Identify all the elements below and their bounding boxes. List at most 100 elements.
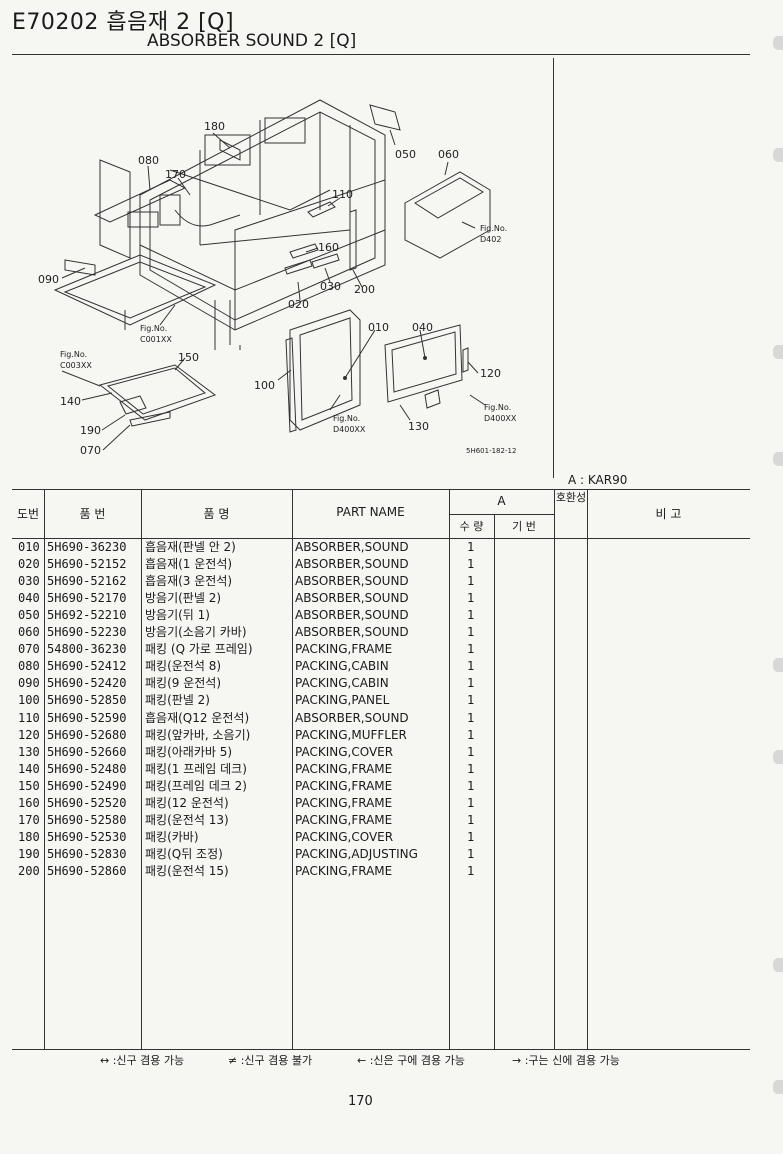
row-qty: 1 [467,863,475,878]
callout-140: 140 [60,395,81,408]
callout-040: 040 [412,321,433,334]
row-part-no: 5H690-52530 [47,829,127,844]
row-part-name: ABSORBER,SOUND [295,710,409,725]
row-part-no: 5H690-36230 [47,540,127,554]
row-part-name: PACKING,FRAME [295,812,393,827]
row-part-name: PACKING,FRAME [295,863,393,878]
callout-080: 080 [138,154,159,167]
header-interchange: 호환성 [555,491,587,504]
row-name-kr: 패킹 (Q 가로 프레임) [145,642,253,657]
col-divider [292,489,293,1049]
callout-060: 060 [438,148,459,161]
row-no: 100 [18,693,40,708]
col-divider [449,489,450,1049]
row-part-no: 5H690-52162 [47,574,127,589]
row-part-no: 5H690-52152 [47,557,127,572]
row-qty: 1 [467,846,475,861]
row-qty: 1 [467,659,475,674]
row-qty: 1 [467,727,475,742]
row-part-name: PACKING,MUFFLER [295,727,407,742]
row-name-kr: 패킹(운전석 13) [145,812,229,827]
binder-hole [773,958,783,972]
fig-ref-d400b-label: Fig.No. [484,403,511,412]
row-name-kr: 방음기(소음기 카바) [145,625,247,640]
row-qty: 1 [467,829,475,844]
row-part-name: PACKING,ADJUSTING [295,846,418,861]
row-part-no: 5H690-52170 [47,591,127,606]
row-part-no: 5H690-52580 [47,812,127,827]
fig-ref-d400a-label: Fig.No. [333,414,360,423]
row-qty: 1 [467,625,475,640]
callout-190: 190 [80,424,101,437]
diagram-divider [553,58,554,478]
row-name-kr: 방음기(뒤 1) [145,608,210,623]
row-part-no: 5H690-52420 [47,676,127,691]
row-name-kr: 패킹(1 프레임 데크) [145,761,247,776]
fig-ref-d402-code: D402 [480,235,501,244]
table-top-rule [12,489,750,490]
row-no: 130 [18,744,40,759]
row-part-no: 5H690-52860 [47,863,127,878]
header-part-name: PART NAME [336,505,405,519]
header-part-no: 품 번 [79,507,106,521]
row-name-kr: 패킹(12 운전석) [145,795,229,810]
row-part-no: 5H690-52490 [47,778,127,793]
row-part-no: 5H690-52230 [47,625,127,640]
legend-new-to-old: ← :신은 구에 겸용 가능 [357,1054,465,1067]
callout-170: 170 [165,168,186,181]
row-part-name: ABSORBER,SOUND [295,557,409,572]
callout-090: 090 [38,273,59,286]
fig-ref-c001-code: C001XX [140,335,172,344]
row-part-no: 5H690-52590 [47,710,127,725]
row-qty: 1 [467,608,475,623]
row-name-kr: 패킹(카바) [145,829,199,844]
callout-020: 020 [288,298,309,311]
row-no: 050 [18,608,40,623]
col-divider [554,489,555,1049]
col-divider [587,489,588,1049]
row-part-name: ABSORBER,SOUND [295,625,409,640]
drawing-code: 5H601-182-12 [466,447,516,455]
header-no: 도번 [16,507,40,521]
callout-160: 160 [318,241,339,254]
row-part-name: PACKING,FRAME [295,761,393,776]
row-part-no: 5H690-52680 [47,727,127,742]
row-part-name: PACKING,FRAME [295,642,393,657]
row-qty: 1 [467,795,475,810]
row-part-no: 5H690-52850 [47,693,127,708]
row-no: 180 [18,829,40,844]
row-name-kr: 흡음재(판넬 안 2) [145,540,236,554]
row-part-name: PACKING,COVER [295,829,394,844]
legend-not-interchangeable: ≠ :신구 겸용 불가 [228,1054,313,1067]
row-part-no: 5H690-52480 [47,761,127,776]
callout-070: 070 [80,444,101,457]
callout-110: 110 [332,188,353,201]
row-part-no: 5H690-52660 [47,744,127,759]
row-part-no: 54800-36230 [47,642,127,657]
callout-200: 200 [354,283,375,296]
row-qty: 1 [467,540,475,554]
binder-hole [773,1080,783,1094]
callout-010: 010 [368,321,389,334]
legend-old-to-new: → :구는 신에 겸용 가능 [512,1054,620,1067]
row-part-name: PACKING,CABIN [295,676,389,691]
row-no: 010 [18,540,40,554]
row-part-name: PACKING,FRAME [295,795,393,810]
row-name-kr: 패킹(프레임 데크 2) [145,778,247,793]
row-name-kr: 패킹(Q뒤 조정) [145,846,223,861]
callout-180: 180 [204,120,225,133]
row-qty: 1 [467,693,475,708]
row-qty: 1 [467,761,475,776]
model-note: A : KAR90 [568,473,628,487]
row-qty: 1 [467,642,475,657]
binder-hole [773,36,783,50]
fig-ref-d402-label: Fig.No. [480,224,507,233]
row-name-kr: 흡음재(3 운전석) [145,574,233,589]
header-remarks: 비 고 [655,507,682,521]
row-no: 190 [18,846,40,861]
table-subheader-rule [449,514,554,515]
header-rule [12,54,750,55]
callout-030: 030 [320,280,341,293]
row-no: 080 [18,659,40,674]
row-name-kr: 패킹(9 운전석) [145,676,222,691]
